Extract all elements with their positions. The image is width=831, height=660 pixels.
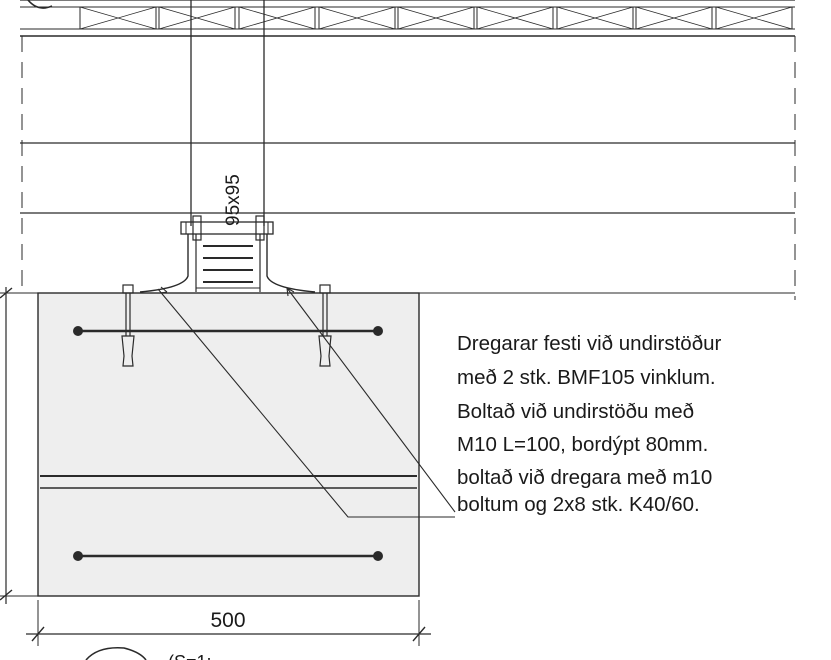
height-dimension-fragment [0,287,38,604]
anchor-bolt-right [318,284,332,367]
footing-body [37,292,420,597]
beam-panel [318,6,396,30]
beam-panel [556,6,634,30]
annotation-line-1: Dregarar festi við undirstöður [457,332,722,355]
beam-panel [79,6,157,30]
beam-panel-hatch [476,6,554,30]
leader-lines [157,286,456,518]
annotation-line-5: boltað við dregara með m10 [457,466,712,489]
beam-panel [158,6,236,30]
top-beam [20,0,795,37]
section-tag-circle-fragment [85,646,147,660]
width-dimension: 500 [26,600,431,646]
annotation-line-2: með 2 stk. BMF105 vinklum. [457,366,716,389]
post: 95x95 [190,0,265,226]
beam-panel [238,6,316,30]
annotation-note: Dregarar festi við undirstöður með 2 stk… [457,332,727,516]
beam-panel-hatch [158,6,236,30]
circle-fragment-top [27,0,53,9]
beam-panel-hatch [715,6,793,30]
dashed-lines [21,36,796,300]
beam-panel-hatch [397,6,475,30]
beam-panel [397,6,475,30]
rebar-top [73,326,383,336]
width-dimension-label: 500 [210,609,245,632]
beam-panel-hatch [556,6,634,30]
anchor-bolt-left [121,284,135,367]
annotation-line-4: M10 L=100, bordýpt 80mm. [457,433,708,456]
post-base-bracket [139,215,316,293]
beam-panel [476,6,554,30]
scale-label: (S=1: [168,652,212,660]
beam-panel [715,6,793,30]
concrete-footing [37,292,420,597]
annotation-line-3: Boltað við undirstöðu með [457,400,694,423]
annotation-line-6: boltum og 2x8 stk. K40/60. [457,493,700,516]
joist-lines [20,142,795,294]
section-tag: (S=1: [85,646,212,660]
beam-panel [635,6,713,30]
beam-panel-hatch [635,6,713,30]
beam-panel-hatch [318,6,396,30]
rebar-bottom [73,551,383,561]
beam-panel-hatch [79,6,157,30]
beam-panels [79,6,793,30]
post-size-label: 95x95 [223,174,244,226]
beam-panel-hatch [238,6,316,30]
